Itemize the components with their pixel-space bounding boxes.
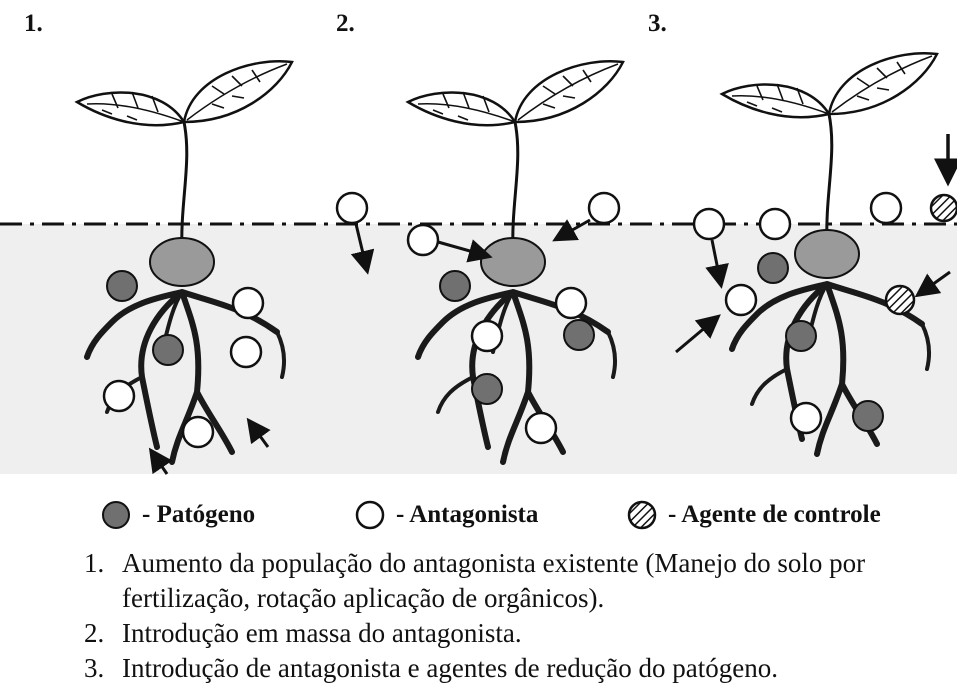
note-item: 2. Introdução em massa do antagonista. bbox=[84, 616, 954, 651]
note-number: 3. bbox=[84, 651, 122, 686]
legend-label-pathogen: - Patógeno bbox=[142, 501, 255, 529]
antagonist-marker bbox=[791, 403, 821, 433]
note-text: Aumento da população do antagonista exis… bbox=[122, 546, 954, 616]
legend-item-antagonist: - Antagonista bbox=[354, 499, 626, 531]
antagonist-legend-icon bbox=[354, 499, 386, 531]
antagonist-marker bbox=[871, 193, 901, 223]
antagonist-marker bbox=[408, 225, 438, 255]
control-agent-legend-icon bbox=[626, 499, 658, 531]
antagonist-marker bbox=[231, 337, 261, 367]
antagonist-marker bbox=[726, 285, 756, 315]
antagonist-marker bbox=[556, 288, 586, 318]
note-number: 2. bbox=[84, 616, 122, 651]
biocontrol-diagram bbox=[0, 0, 957, 480]
pathogen-marker bbox=[153, 335, 183, 365]
pathogen-marker bbox=[853, 401, 883, 431]
antagonist-marker bbox=[589, 193, 619, 223]
pathogen-marker bbox=[758, 253, 788, 283]
legend-label-antagonist: - Antagonista bbox=[396, 501, 538, 529]
antagonist-marker bbox=[183, 417, 213, 447]
pathogen-marker bbox=[564, 320, 594, 350]
antagonist-marker bbox=[472, 321, 502, 351]
legend-item-pathogen: - Patógeno bbox=[100, 499, 354, 531]
note-item: 3. Introdução de antagonista e agentes d… bbox=[84, 651, 954, 686]
antagonist-marker bbox=[337, 193, 367, 223]
antagonist-marker bbox=[526, 413, 556, 443]
control-agent-marker bbox=[886, 286, 914, 314]
note-text: Introdução de antagonista e agentes de r… bbox=[122, 651, 954, 686]
pathogen-marker bbox=[107, 271, 137, 301]
control-agent-marker bbox=[931, 195, 957, 221]
pathogen-marker bbox=[786, 321, 816, 351]
legend-item-control-agent: - Agente de controle bbox=[626, 499, 881, 531]
pathogen-legend-icon bbox=[100, 499, 132, 531]
legend: - Patógeno - Antagonista - Agente de con… bbox=[100, 493, 940, 537]
note-number: 1. bbox=[84, 546, 122, 616]
antagonist-marker bbox=[104, 381, 134, 411]
antagonist-marker bbox=[233, 288, 263, 318]
note-item: 1. Aumento da população do antagonista e… bbox=[84, 546, 954, 616]
pathogen-marker bbox=[440, 271, 470, 301]
notes-list: 1. Aumento da população do antagonista e… bbox=[84, 546, 954, 686]
legend-label-control-agent: - Agente de controle bbox=[668, 501, 881, 529]
antagonist-marker bbox=[694, 209, 724, 239]
antagonist-marker bbox=[760, 209, 790, 239]
pathogen-marker bbox=[472, 374, 502, 404]
note-text: Introdução em massa do antagonista. bbox=[122, 616, 954, 651]
